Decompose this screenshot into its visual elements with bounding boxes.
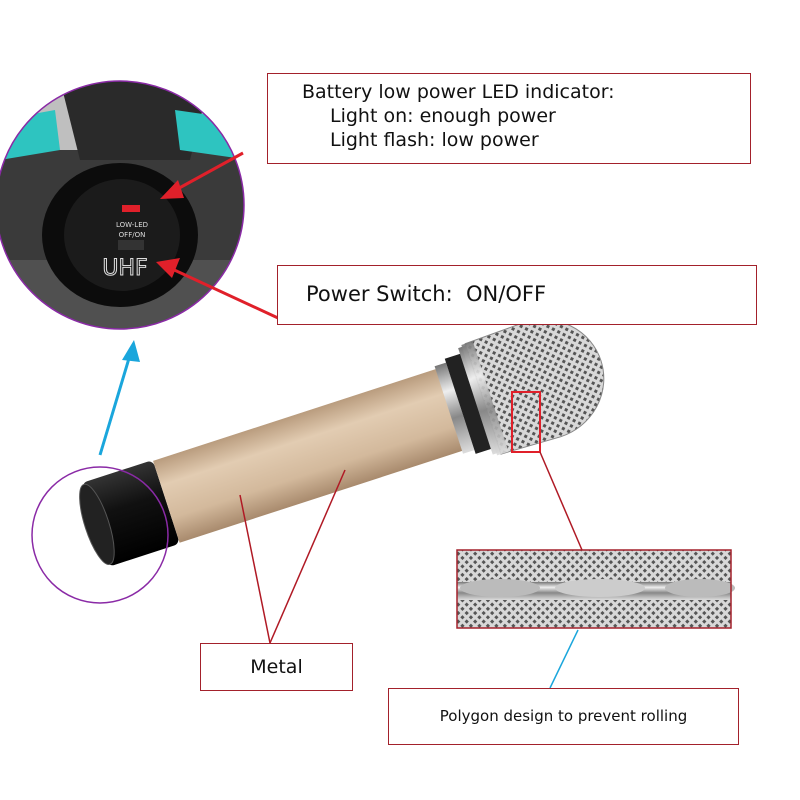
polygon-text: Polygon design to prevent rolling xyxy=(439,707,688,725)
power-switch xyxy=(118,240,144,250)
battery-title: Battery low power LED indicator: xyxy=(302,81,615,103)
blue-pointers xyxy=(98,340,579,689)
inset-circle xyxy=(0,80,245,330)
grille-detail-photo xyxy=(456,549,735,629)
callout-polygon: Polygon design to prevent rolling xyxy=(388,688,739,745)
red-arrows xyxy=(156,151,279,320)
led-label: LOW-LED xyxy=(116,221,148,229)
callout-metal: Metal xyxy=(200,643,353,691)
uhf-label: UHF xyxy=(102,256,147,281)
battery-flash: Light flash: low power xyxy=(330,129,539,151)
microphone xyxy=(79,319,605,566)
power-switch-text: Power Switch: ON/OFF xyxy=(306,282,547,306)
metal-text: Metal xyxy=(250,656,303,678)
battery-on: Light on: enough power xyxy=(330,105,556,127)
metal-body xyxy=(153,368,465,543)
cap-circle xyxy=(31,466,169,604)
callout-battery-led: Battery low power LED indicator: Light o… xyxy=(267,73,751,164)
leader-lines xyxy=(239,451,583,644)
callout-power-switch: Power Switch: ON/OFF xyxy=(277,265,757,325)
detail-marker xyxy=(511,391,541,453)
switch-label: OFF/ON xyxy=(119,231,146,239)
bottom-inset-photo: LOW-LED OFF/ON UHF xyxy=(0,81,244,329)
